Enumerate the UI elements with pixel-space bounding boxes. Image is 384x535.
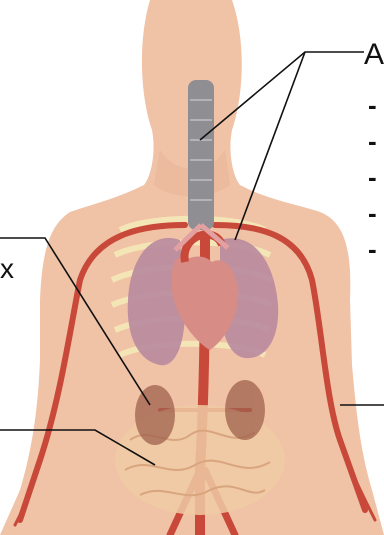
list-dash-3: - (368, 164, 377, 190)
kidney-right (135, 385, 175, 445)
list-dash-2: - (368, 128, 377, 154)
label-x: x (0, 255, 14, 283)
kidney-left (225, 380, 265, 440)
list-dash-1: - (368, 92, 377, 118)
label-a: A (364, 40, 384, 70)
list-dash-5: - (368, 236, 377, 262)
trachea-tube (188, 80, 214, 230)
list-dash-4: - (368, 200, 377, 226)
